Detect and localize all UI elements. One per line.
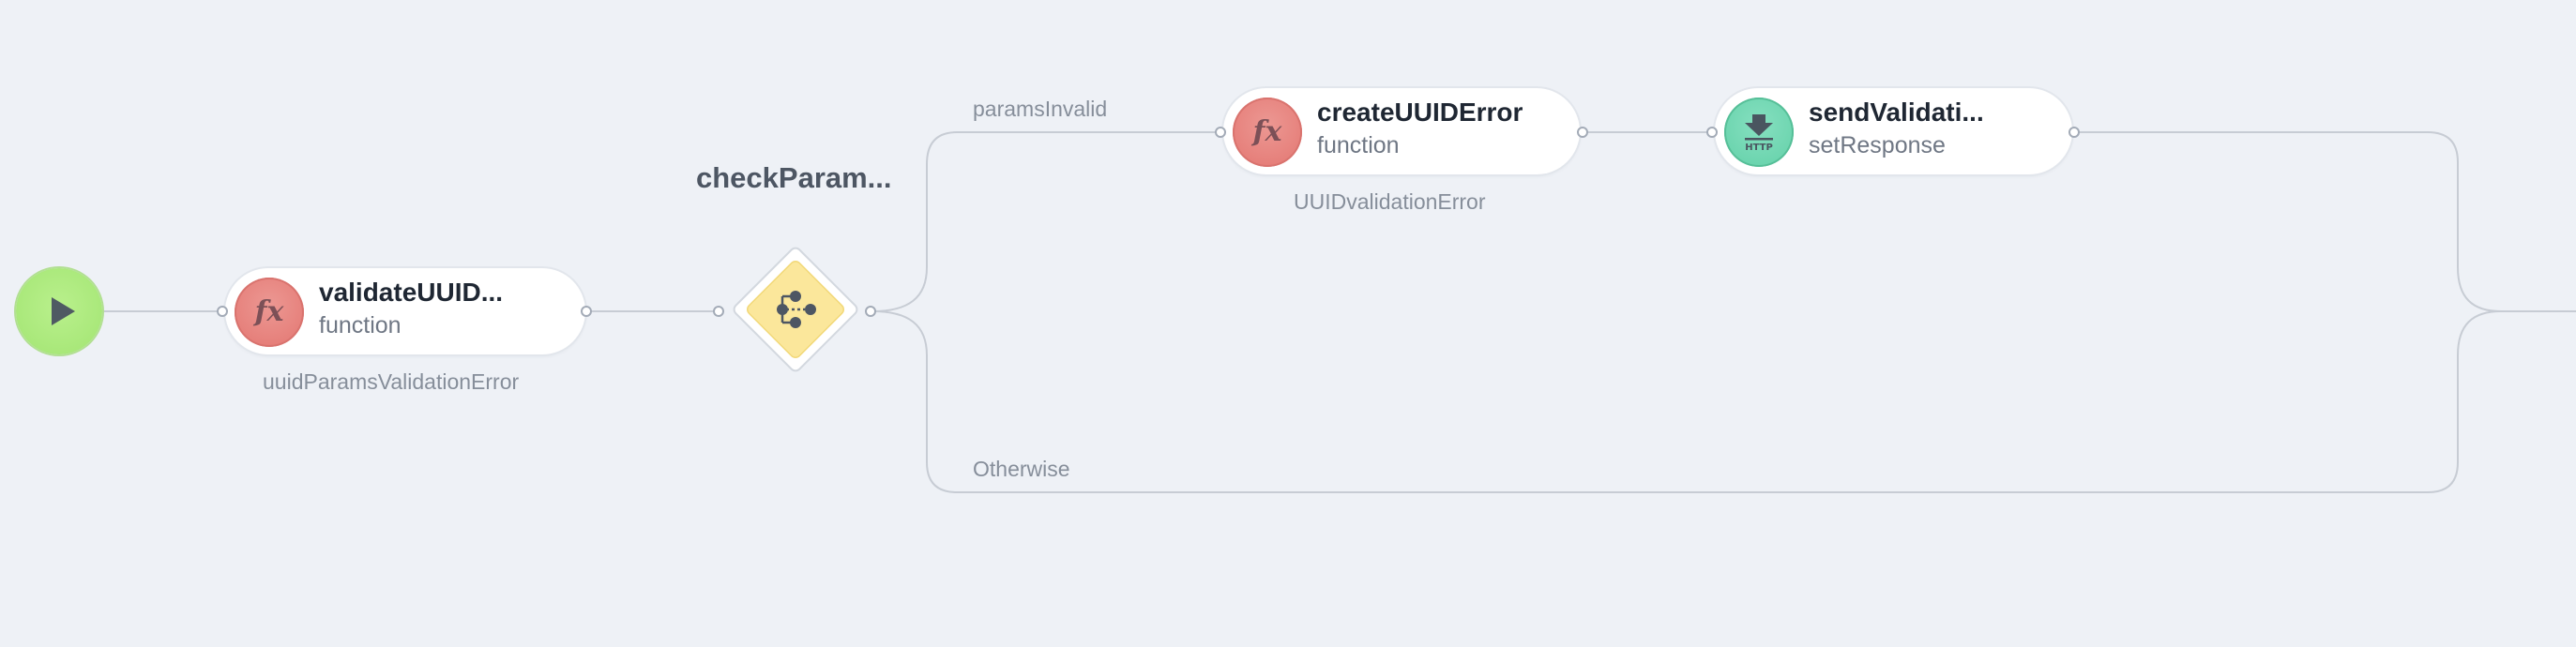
send-input-port[interactable] <box>1706 127 1718 138</box>
decision-title: checkParam... <box>696 161 892 194</box>
wire-branch-otherwise <box>871 310 2576 493</box>
node-title: validateUUID... <box>319 278 504 307</box>
start-node[interactable] <box>16 268 102 354</box>
create-output-port[interactable] <box>1577 127 1588 138</box>
decision-output-port[interactable] <box>865 306 876 317</box>
validate-input-port[interactable] <box>217 306 228 317</box>
create-uuid-error-node[interactable]: fx createUUIDError function <box>1223 88 1580 174</box>
create-node-caption: UUIDvalidationError <box>1294 189 1486 214</box>
http-download-icon: HTTP <box>1724 98 1794 167</box>
validate-uuid-node[interactable]: fx validateUUID... function <box>225 268 585 354</box>
branch-label-otherwise: Otherwise <box>973 457 1070 481</box>
decision-node[interactable] <box>719 233 872 386</box>
function-fx-icon: fx <box>235 278 304 347</box>
create-input-port[interactable] <box>1215 127 1226 138</box>
send-output-port[interactable] <box>2068 127 2080 138</box>
play-icon <box>52 297 75 325</box>
branch-label-params-invalid: paramsInvalid <box>973 97 1108 121</box>
send-validation-node[interactable]: HTTP sendValidati... setResponse <box>1715 88 2072 174</box>
validate-output-port[interactable] <box>581 306 592 317</box>
decision-input-port[interactable] <box>713 306 724 317</box>
wire-send-to-merge <box>2075 131 2502 312</box>
node-title: sendValidati... <box>1809 98 1984 127</box>
validate-node-caption: uuidParamsValidationError <box>263 369 520 394</box>
node-subtitle: function <box>1317 132 1400 158</box>
http-label: HTTP <box>1745 143 1773 153</box>
fx-glyph: fx <box>1252 115 1282 148</box>
node-subtitle: function <box>319 312 402 339</box>
branch-icon <box>733 247 858 372</box>
fx-glyph: fx <box>254 295 284 328</box>
node-subtitle: setResponse <box>1809 132 1946 158</box>
wire-branch-params-invalid <box>871 131 1220 312</box>
node-title: createUUIDError <box>1317 98 1523 127</box>
function-fx-icon: fx <box>1233 98 1302 167</box>
